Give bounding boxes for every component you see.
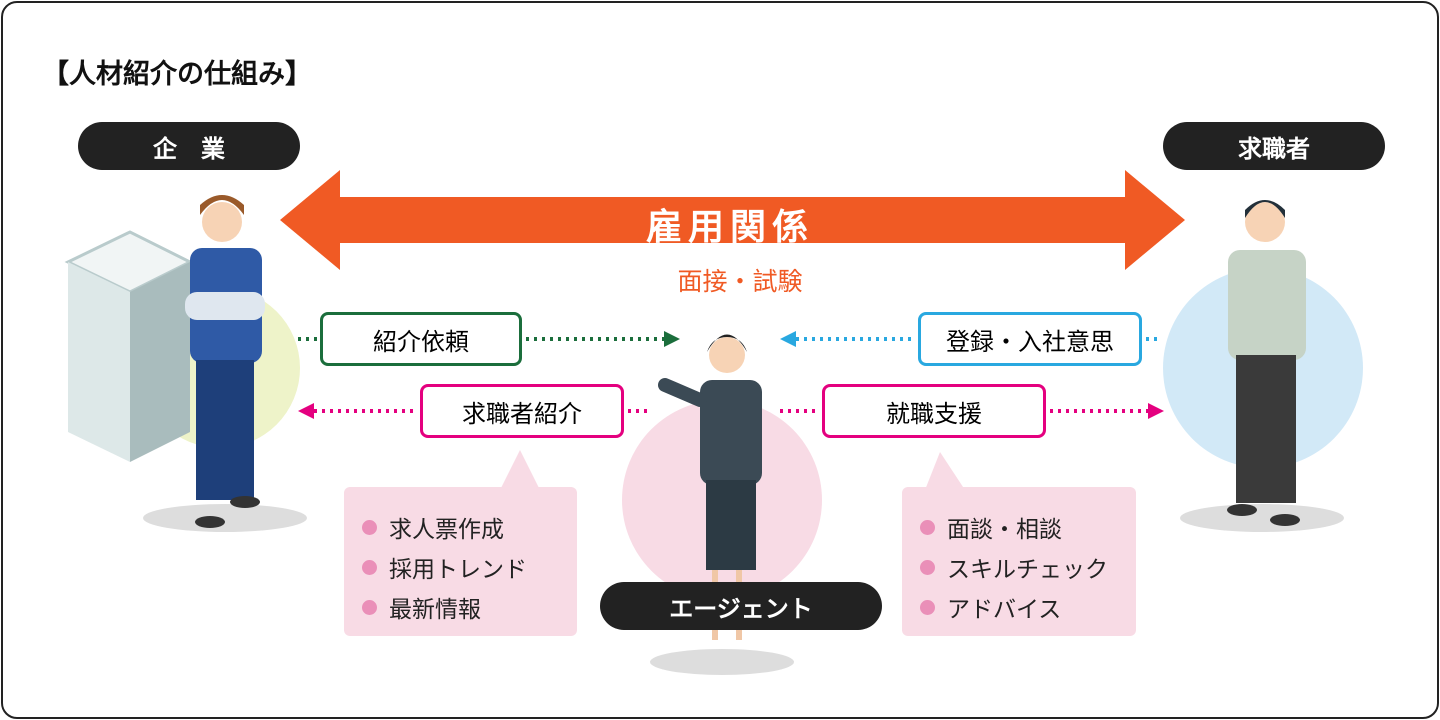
list-item: 採用トレンド (362, 547, 577, 587)
company-label: 企 業 (78, 122, 300, 170)
shadow (143, 504, 307, 532)
employment-arrow (280, 170, 1185, 270)
list-item: スキルチェック (920, 547, 1136, 587)
register-box: 登録・入社意思 (918, 312, 1142, 366)
employment-label: 雇用関係 (645, 207, 814, 248)
list-item: アドバイス (920, 587, 1136, 627)
list-item: 面談・相談 (920, 507, 1136, 547)
introduce-box: 求職者紹介 (420, 384, 624, 438)
jobseeker-person-icon (1227, 200, 1306, 526)
agent-person-icon (658, 334, 762, 640)
jobseeker-label: 求職者 (1163, 122, 1385, 170)
request-box: 紹介依頼 (320, 312, 522, 366)
list-item: 最新情報 (362, 587, 577, 627)
interview-label: 面接・試験 (677, 267, 803, 296)
company-services-bubble: 求人票作成 採用トレンド 最新情報 (344, 487, 577, 636)
shadow (650, 649, 794, 675)
building-icon (64, 230, 194, 462)
list-item: 求人票作成 (362, 507, 577, 547)
agent-label: エージェント (600, 582, 882, 630)
company-person-icon (185, 195, 265, 528)
page-title: 【人材紹介の仕組み】 (42, 59, 312, 90)
jobseeker-services-bubble: 面談・相談 スキルチェック アドバイス (902, 487, 1136, 636)
shadow (1180, 504, 1344, 532)
support-box: 就職支援 (822, 384, 1046, 438)
